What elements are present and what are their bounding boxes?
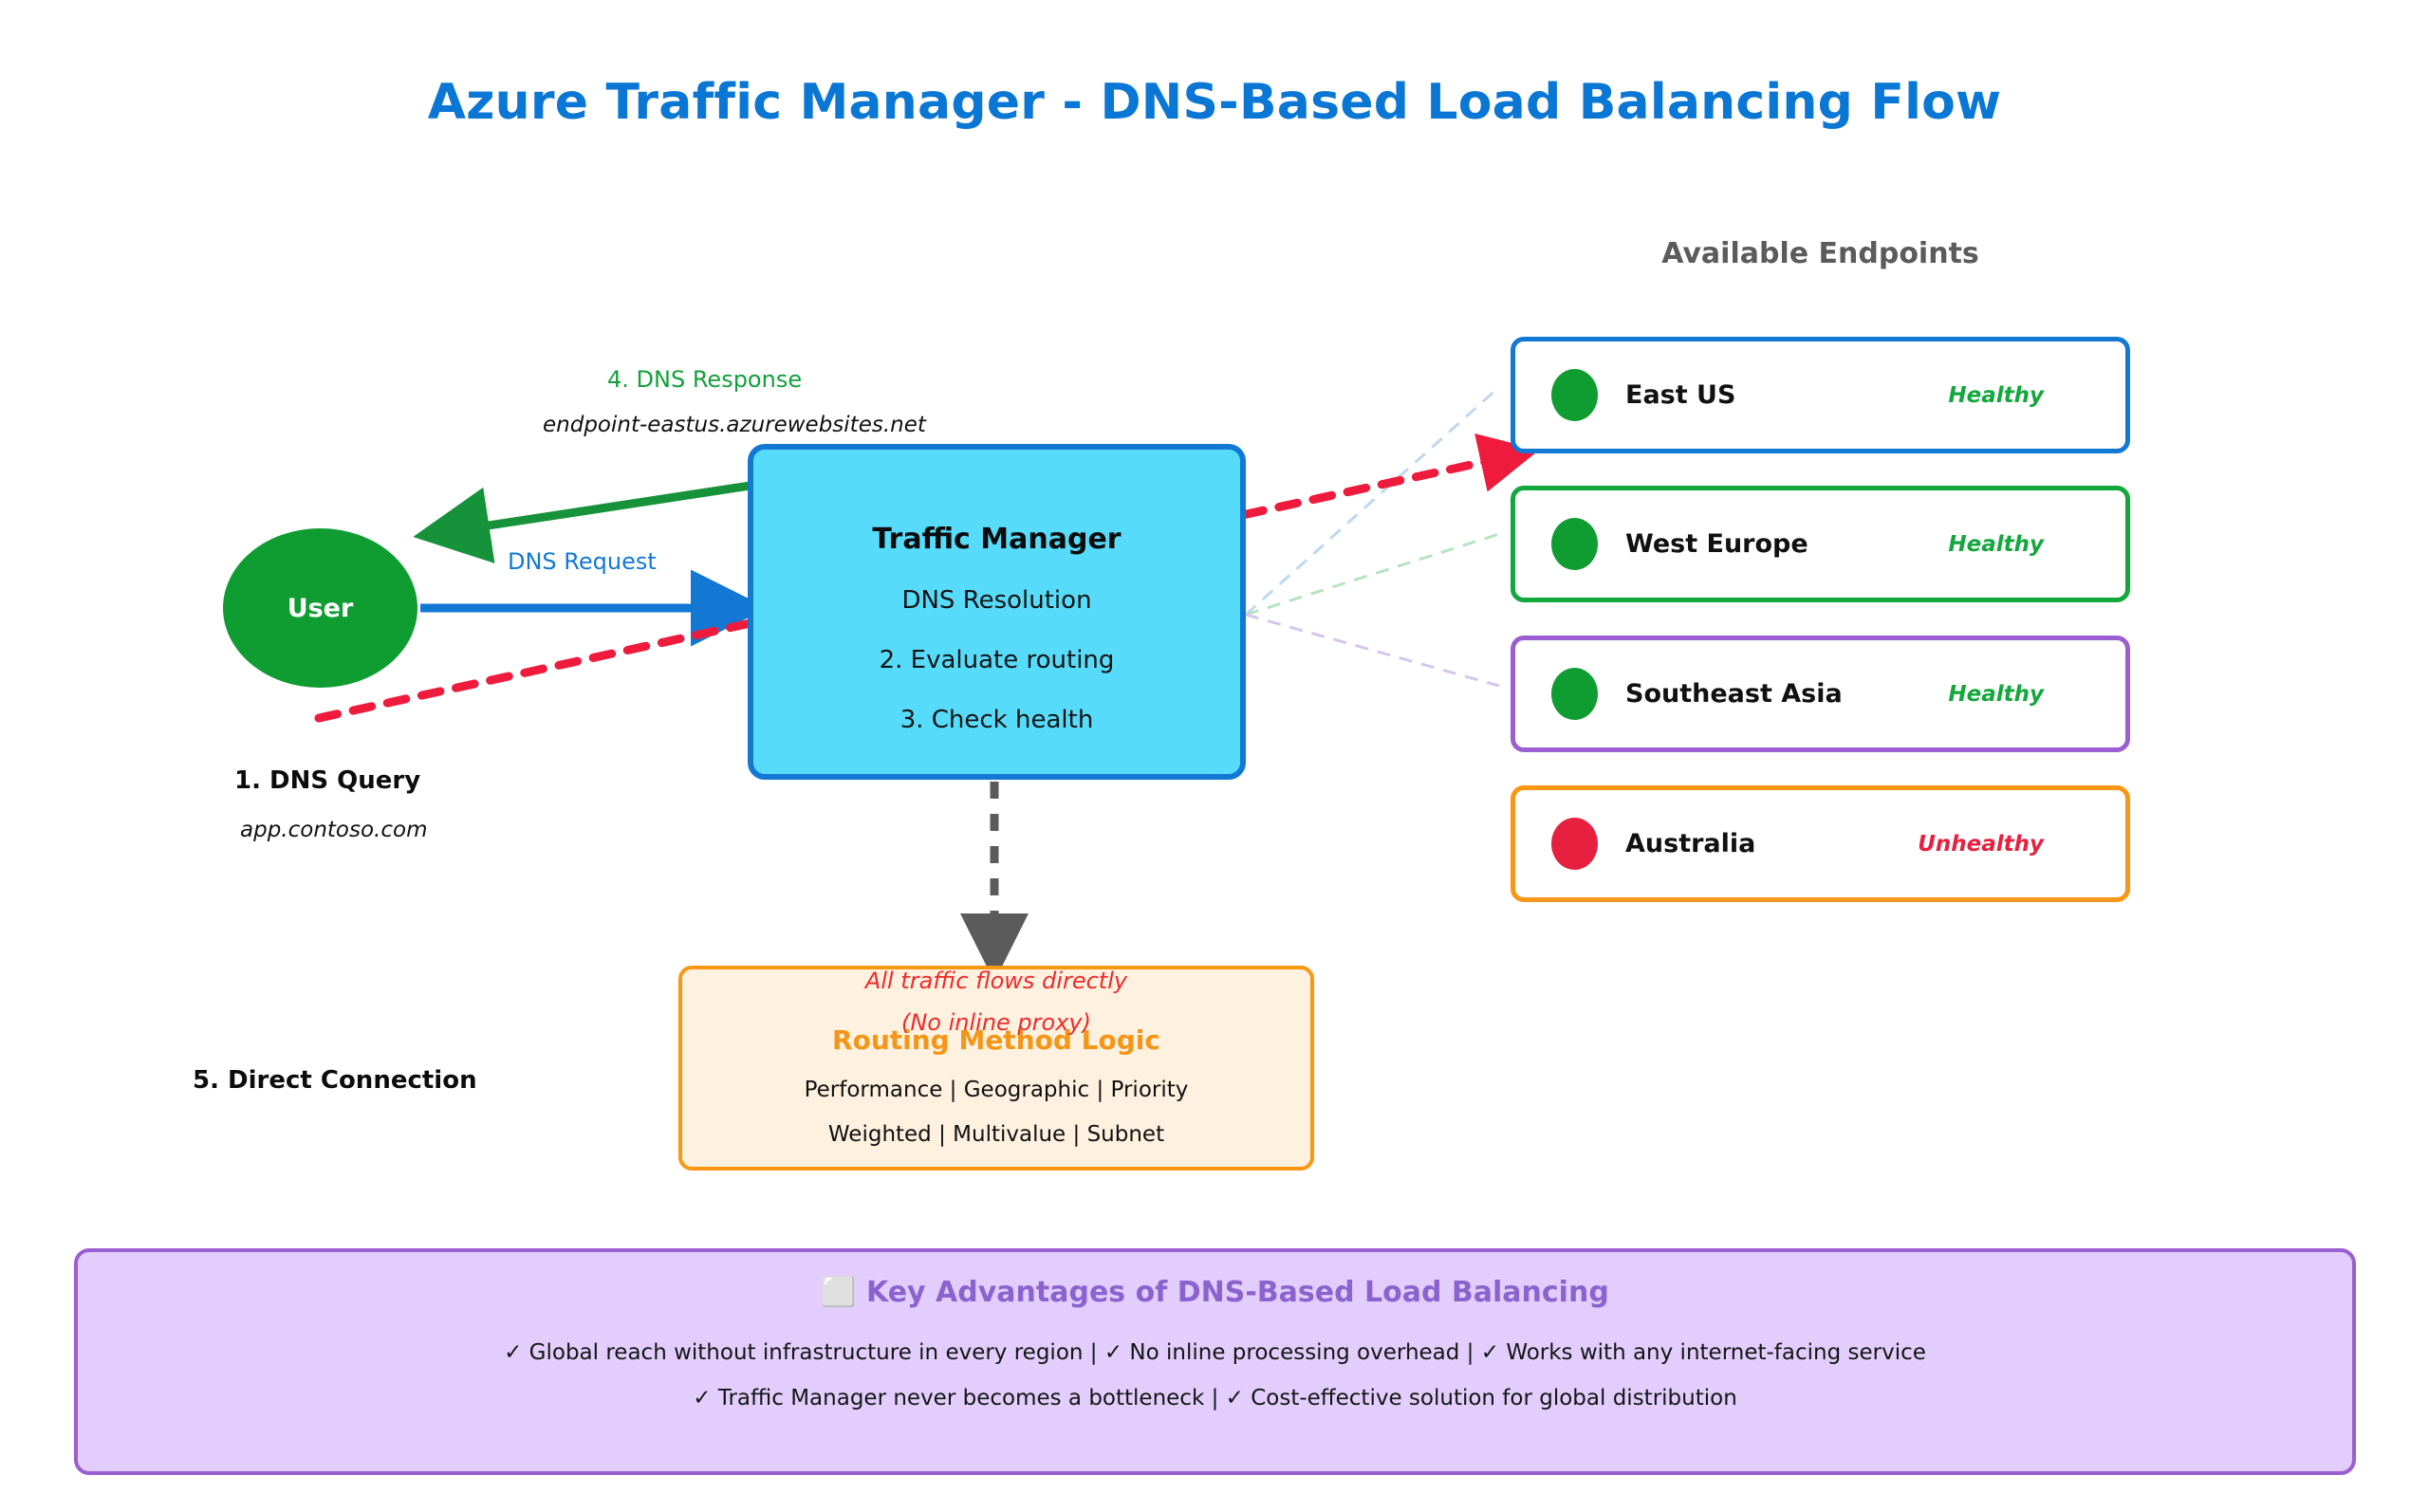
endpoints-heading: Available Endpoints [1661,237,1979,270]
status-badge: Healthy [1948,681,2044,707]
endpoint-name: Southeast Asia [1625,679,1843,709]
connector-line-east-us [1244,385,1501,617]
endpoint-name: East US [1625,380,1736,410]
dns-response-step-label: 4. DNS Response [607,366,803,393]
status-dot-icon [1551,668,1598,720]
routing-methods-line-2: Weighted | Multivalue | Subnet [827,1122,1165,1147]
status-badge: Healthy [1948,382,2044,408]
key-advantages-line-2: ✓ Traffic Manager never becomes a bottle… [693,1386,1737,1411]
routing-method-logic-box[interactable]: Routing Method Logic Performance | Geogr… [678,966,1314,1171]
direct-connection-step-label: 5. Direct Connection [193,1066,477,1095]
traffic-manager-title: Traffic Manager [872,523,1122,556]
traffic-manager-step-dns-resolution: DNS Resolution [901,586,1092,615]
traffic-manager-box[interactable]: Traffic Manager DNS Resolution 2. Evalua… [748,444,1246,780]
dns-response-value: endpoint-eastus.azurewebsites.net [543,413,926,437]
key-advantages-panel: ⬜ Key Advantages of DNS-Based Load Balan… [74,1248,2356,1475]
status-dot-icon [1551,369,1598,421]
page-title: Azure Traffic Manager - DNS-Based Load B… [427,74,2002,131]
status-dot-icon [1551,818,1598,870]
routing-method-logic-title: Routing Method Logic [832,1024,1160,1056]
key-advantages-line-1: ✓ Global reach without infrastructure in… [504,1340,1926,1365]
endpoint-card-west-europe[interactable]: West Europe Healthy [1511,486,2130,602]
user-label: User [287,593,354,623]
traffic-manager-step-check-health: 3. Check health [899,706,1094,734]
user-node[interactable]: User [223,528,417,688]
traffic-manager-step-evaluate-routing: 2. Evaluate routing [879,646,1115,674]
status-badge: Healthy [1948,531,2044,557]
endpoint-name: Australia [1625,829,1756,858]
routing-methods-line-1: Performance | Geographic | Priority [804,1078,1189,1102]
connector-line-southeast-asia [1245,613,1500,688]
status-badge: Unhealthy [1918,831,2044,857]
dns-query-step-label: 1. DNS Query [234,766,421,795]
direct-traffic-note-line-1: All traffic flows directly [864,968,1128,994]
dns-query-domain: app.contoso.com [240,818,428,842]
status-dot-icon [1551,518,1598,570]
direct-traffic-note-line-2: (No inline proxy) [900,1009,1091,1036]
endpoint-card-east-us[interactable]: East US Healthy [1511,337,2130,453]
endpoint-card-southeast-asia[interactable]: Southeast Asia Healthy [1511,636,2130,752]
connector-line-west-europe [1245,532,1500,617]
endpoint-name: West Europe [1625,529,1808,559]
dns-request-label: DNS Request [508,548,657,575]
key-advantages-title: ⬜ Key Advantages of DNS-Based Load Balan… [821,1276,1609,1309]
endpoint-card-australia[interactable]: Australia Unhealthy [1511,785,2130,902]
